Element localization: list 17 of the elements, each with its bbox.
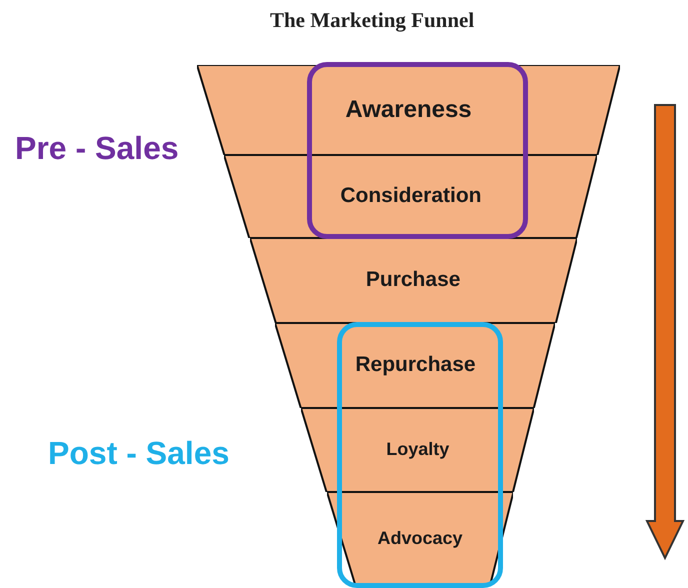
diagram-title: The Marketing Funnel	[270, 8, 474, 33]
funnel-band	[275, 323, 556, 408]
funnel-band	[301, 408, 534, 492]
stage-text: Consideration	[339, 184, 483, 208]
funnel-band	[326, 492, 514, 585]
highlight-frame	[337, 322, 503, 588]
stage-text: Purchase	[364, 268, 462, 292]
stage-text: Advocacy	[376, 528, 464, 549]
stage-label: Post - Sales	[48, 435, 230, 472]
funnel-band	[197, 65, 620, 155]
funnel-band	[250, 238, 577, 323]
funnel-band	[224, 155, 598, 238]
stage-text: Loyalty	[385, 439, 450, 460]
highlight-frame	[307, 62, 528, 239]
stage-text: Repurchase	[354, 352, 477, 377]
stage-text: Awareness	[344, 96, 473, 124]
stage-label: Pre - Sales	[15, 130, 179, 167]
